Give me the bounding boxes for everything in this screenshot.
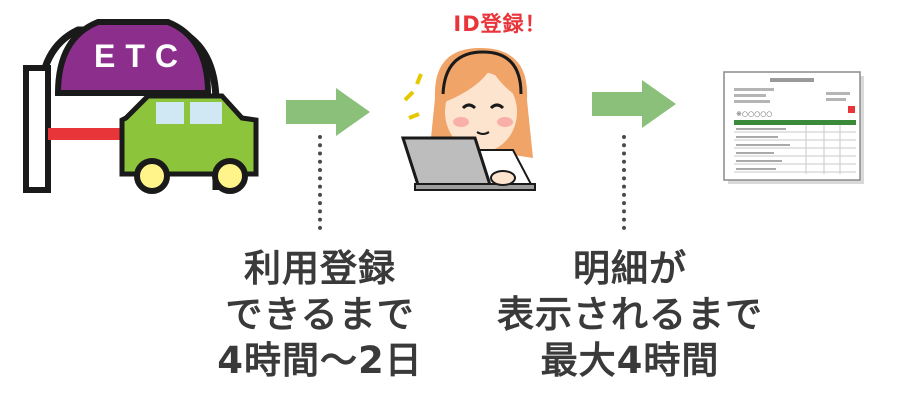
gate-barrier [48,128,138,140]
caption-right-line-3: 最大4時間 [540,339,720,382]
etc-sign-text: ETC [94,38,188,74]
flow-arrow-1 [286,88,370,136]
caption-right: 明細が 表示されるまで 最大4時間 [480,246,780,384]
caption-left-line-2: できるまで [225,293,415,336]
dotted-connector-right [622,135,626,230]
woman-laptop-illustration [400,48,536,191]
gate-canopy [54,19,212,96]
caption-right-line-1: 明細が [573,247,687,290]
id-registration-label: ID登録！ [453,12,547,36]
statement-document [723,71,864,184]
caption-left-line-3: 4時間〜2日 [217,339,423,382]
caption-right-line-2: 表示されるまで [497,293,763,336]
etc-gate-illustration [23,19,259,194]
caption-left-line-1: 利用登録 [244,247,396,290]
caption-left: 利用登録 できるまで 4時間〜2日 [190,246,450,384]
flow-arrow-2 [592,80,676,128]
car [119,93,259,194]
statement-row-marker: ※○○○○○ [736,110,773,118]
dotted-connector-left [318,135,322,230]
